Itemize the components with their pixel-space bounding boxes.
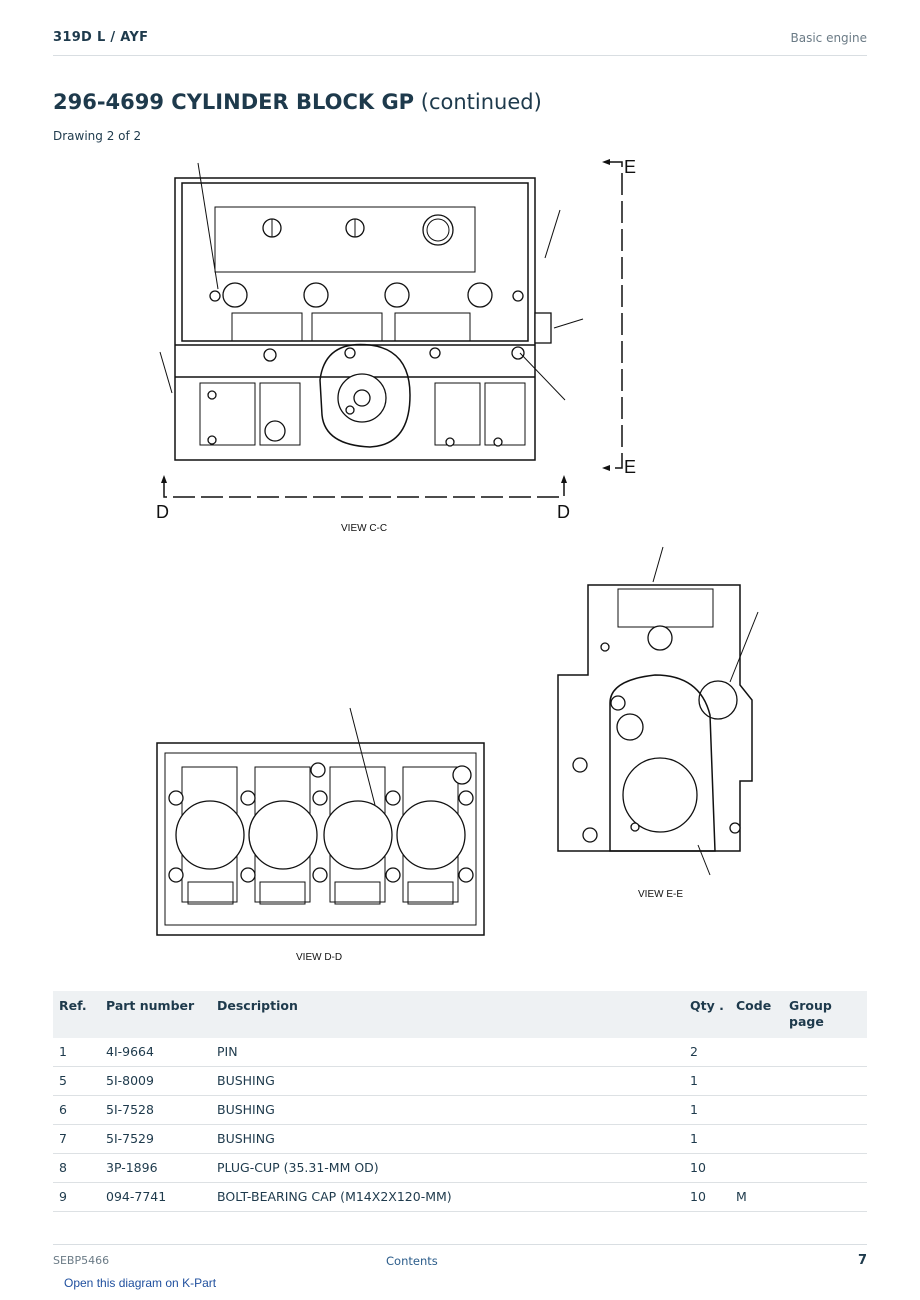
table-row: 8 3P-1896 PLUG-CUP (35.31-MM OD) 10 (53, 1153, 867, 1183)
cell-ref: 6 (53, 1095, 100, 1125)
cell-qty: 10 (684, 1153, 730, 1183)
cell-part-number: 5I-7529 (100, 1124, 211, 1154)
cell-code (730, 1095, 783, 1125)
cell-qty: 1 (684, 1095, 730, 1125)
table-header-row: Ref. Part number Description Qty . Code … (53, 991, 867, 1038)
header-ref: Ref. (53, 991, 100, 1038)
cell-group-page (783, 1095, 867, 1125)
contents-link[interactable]: Contents (386, 1254, 438, 1268)
cell-qty: 10 (684, 1182, 730, 1212)
cell-description: PLUG-CUP (35.31-MM OD) (211, 1153, 684, 1183)
document-id: SEBP5466 (53, 1254, 110, 1267)
cell-code: M (730, 1182, 783, 1212)
cell-description: PIN (211, 1038, 684, 1067)
cell-group-page (783, 1038, 867, 1067)
section-marker-e-bottom: E (624, 457, 636, 477)
cell-group-page (783, 1182, 867, 1212)
section-marker-e-top: E (624, 157, 636, 177)
cell-description: BUSHING (211, 1066, 684, 1096)
machine-model: 319D L / AYF (53, 30, 149, 45)
view-ee-drawing (557, 546, 759, 876)
cell-description: BOLT-BEARING CAP (M14X2X120-MM) (211, 1182, 684, 1212)
header-group-page: Group page (783, 991, 867, 1038)
view-dd-caption: VIEW D-D (296, 952, 343, 963)
page-footer: SEBP5466 Contents 7 (53, 1244, 867, 1275)
header-qty: Qty . (684, 991, 730, 1038)
cell-part-number: 5I-8009 (100, 1066, 211, 1096)
table-row: 1 4I-9664 PIN 2 (53, 1038, 867, 1067)
cell-qty: 1 (684, 1066, 730, 1096)
cell-ref: 7 (53, 1124, 100, 1154)
cell-ref: 1 (53, 1038, 100, 1067)
cell-qty: 2 (684, 1038, 730, 1067)
drawing-subtitle: Drawing 2 of 2 (53, 129, 142, 143)
cell-ref: 9 (53, 1182, 100, 1212)
cell-description: BUSHING (211, 1124, 684, 1154)
view-ee-caption: VIEW E-E (638, 889, 684, 900)
section-name: Basic engine (790, 31, 867, 45)
header-description: Description (211, 991, 684, 1038)
cell-group-page (783, 1153, 867, 1183)
table-row: 5 5I-8009 BUSHING 1 (53, 1066, 867, 1096)
table-row: 7 5I-7529 BUSHING 1 (53, 1124, 867, 1154)
kpart-link[interactable]: Open this diagram on K-Part (64, 1276, 217, 1290)
cell-ref: 5 (53, 1066, 100, 1096)
page-number: 7 (857, 1253, 867, 1268)
title-part-name: 296-4699 CYLINDER BLOCK GP (53, 90, 415, 114)
cell-part-number: 3P-1896 (100, 1153, 211, 1183)
title-suffix: (continued) (420, 90, 542, 114)
cell-group-page (783, 1124, 867, 1154)
cell-description: BUSHING (211, 1095, 684, 1125)
table-row: 6 5I-7528 BUSHING 1 (53, 1095, 867, 1125)
page-header: 319D L / AYF Basic engine (53, 28, 867, 56)
view-cc-caption: VIEW C-C (341, 523, 388, 534)
section-marker-d-left: D (156, 502, 169, 522)
section-marker-d-right: D (557, 502, 570, 522)
parts-table: Ref. Part number Description Qty . Code … (53, 991, 867, 1212)
view-dd-drawing (156, 707, 485, 936)
cell-code (730, 1153, 783, 1183)
cell-group-page (783, 1066, 867, 1096)
header-part-number: Part number (100, 991, 211, 1038)
cell-part-number: 094-7741 (100, 1182, 211, 1212)
page-title: 296-4699 CYLINDER BLOCK GP (continued) (53, 90, 542, 114)
view-cc-drawing (159, 159, 623, 498)
parts-diagram[interactable]: E E D D (140, 155, 780, 975)
cell-ref: 8 (53, 1153, 100, 1183)
cell-part-number: 4I-9664 (100, 1038, 211, 1067)
table-row: 9 094-7741 BOLT-BEARING CAP (M14X2X120-M… (53, 1182, 867, 1212)
cell-qty: 1 (684, 1124, 730, 1154)
cell-code (730, 1038, 783, 1067)
header-code: Code (730, 991, 783, 1038)
cell-code (730, 1066, 783, 1096)
cell-code (730, 1124, 783, 1154)
cell-part-number: 5I-7528 (100, 1095, 211, 1125)
